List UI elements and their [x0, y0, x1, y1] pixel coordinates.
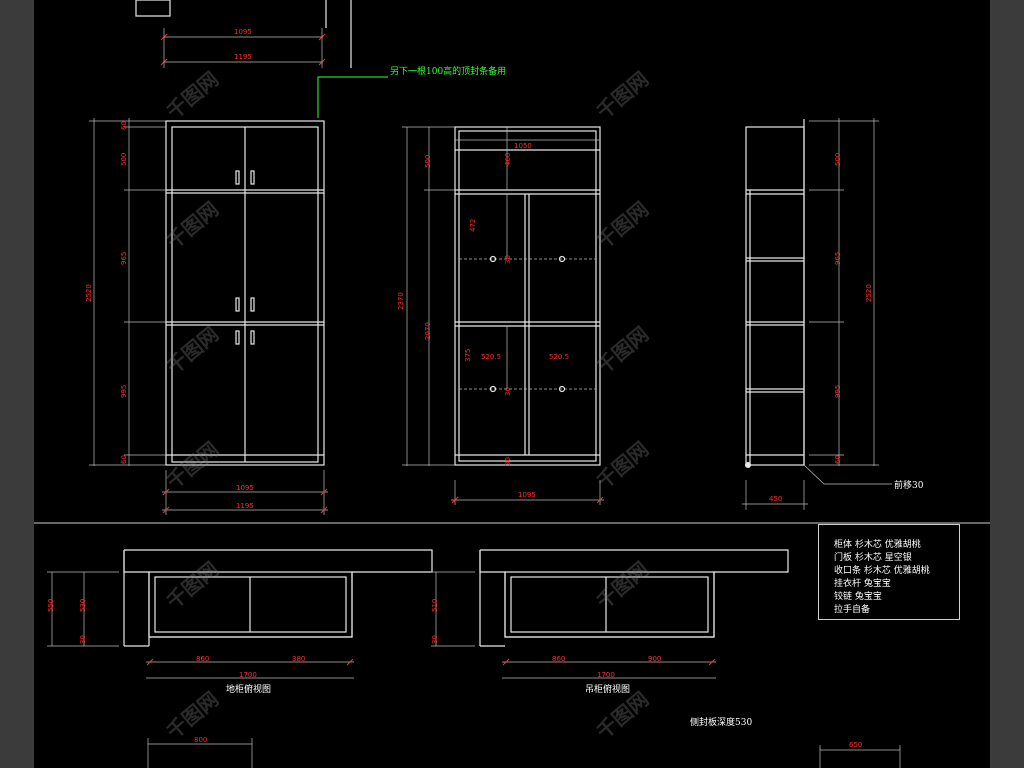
- dim-floor-550: 550: [47, 599, 55, 612]
- side-elevation: 500 965 995 60 2520 450 前移30: [742, 118, 924, 510]
- legend-line-4: 挂衣杆 兔宝宝: [834, 579, 891, 589]
- dim-left-2520: 2520: [85, 284, 93, 302]
- legend-line-6: 拉手自备: [834, 605, 871, 615]
- dim-mid-30c: 30: [504, 457, 512, 466]
- dim-top-1095: 1095: [234, 28, 252, 36]
- dim-side-2520: 2520: [865, 284, 873, 302]
- dim-side-60: 60: [834, 455, 842, 464]
- hanging-cabinet-top-label: 吊柜俯视图: [585, 683, 630, 695]
- dim-floor-1700: 1700: [239, 671, 257, 679]
- green-note: 另下一根100高的顶封条备用: [317, 65, 506, 118]
- dim-floor-30: 30: [79, 635, 87, 644]
- dim-mid-500: 500: [424, 155, 432, 168]
- watermark-12: 千图网: [592, 687, 653, 744]
- dim-hang-1700: 1700: [597, 671, 615, 679]
- dim-hang-30: 30: [431, 635, 439, 644]
- top-partial-view: 1095 1195: [135, 0, 352, 68]
- watermarks: 千图网 千图网 千图网 千图网 千图网 千图网 千图网 千图网 千图网 千图网 …: [162, 67, 653, 744]
- front-left-dims: 60 500 965 995 60 2520: [85, 118, 166, 466]
- dim-left-60b: 60: [120, 455, 128, 464]
- cad-drawing: 1095 1195 另下一根100高的顶封条备用: [34, 0, 990, 768]
- dim-side-995: 995: [834, 385, 842, 398]
- dim-side-500: 500: [834, 153, 842, 166]
- dim-mid-30b: 30: [504, 387, 512, 396]
- dim-top-1195: 1195: [234, 53, 252, 61]
- dim-hang-510: 510: [431, 599, 439, 612]
- dim-mid-30a: 30: [504, 255, 512, 264]
- watermark-10: 千图网: [592, 437, 653, 494]
- watermark-11: 千图网: [592, 557, 653, 614]
- dim-bottom-1195: 1195: [236, 502, 254, 510]
- legend-line-1: 柜体 杉木芯 优雅胡桃: [834, 540, 921, 550]
- dim-mid-460: 460: [504, 153, 512, 166]
- right-sidebar-strip: [990, 0, 1024, 768]
- dim-left-500: 500: [120, 153, 128, 166]
- watermark-3: 千图网: [162, 322, 223, 379]
- watermark-6: 千图网: [162, 687, 223, 744]
- dim-floor-380: 380: [292, 655, 305, 663]
- front-bottom-dims: 1095 1195: [162, 470, 328, 515]
- front-elevation: [165, 120, 325, 466]
- hanging-cabinet-top-view: 510 30 860 1700 900 吊柜俯视图: [431, 549, 789, 695]
- dim-left-60a: 60: [120, 121, 128, 130]
- green-note-text: 另下一根100高的顶封条备用: [390, 65, 506, 77]
- dim-mid-2370: 2370: [397, 292, 405, 310]
- watermark-1: 千图网: [162, 67, 223, 124]
- dim-mid-1050: 1050: [514, 142, 532, 150]
- dim-mid-472: 472: [469, 219, 477, 232]
- watermark-8: 千图网: [592, 197, 653, 254]
- dim-mid-520a: 520.5: [481, 353, 501, 361]
- watermark-9: 千图网: [592, 322, 653, 379]
- dim-mid-520b: 520.5: [549, 353, 569, 361]
- watermark-7: 千图网: [592, 67, 653, 124]
- dim-side-450: 450: [769, 495, 782, 503]
- watermark-2: 千图网: [162, 197, 223, 254]
- dim-hang-900: 900: [648, 655, 661, 663]
- dim-hang-860: 860: [552, 655, 565, 663]
- dim-bottom-800: 800: [194, 736, 207, 744]
- dim-side-965: 965: [834, 252, 842, 265]
- floor-cabinet-top-view: 550 530 30 860 1700 380 地柜俯视图: [47, 549, 433, 695]
- dim-bottom-1095: 1095: [236, 484, 254, 492]
- dim-floor-860: 860: [196, 655, 209, 663]
- legend-line-3: 收口条 杉木芯 优雅胡桃: [834, 566, 930, 576]
- dim-left-995: 995: [120, 385, 128, 398]
- move-forward-label: 前移30: [894, 479, 924, 491]
- legend-line-2: 门板 杉木芯 星空银: [834, 553, 912, 563]
- bottom-partial-view: 侧封板深度530 800 650: [147, 716, 901, 768]
- dim-left-965: 965: [120, 252, 128, 265]
- interior-elevation: 1050 460 472 30 375 520.5 520.5 30 30 50…: [397, 126, 604, 505]
- dim-mid-bottom-1095: 1095: [518, 491, 536, 499]
- legend-line-5: 铰链 兔宝宝: [834, 592, 882, 602]
- dim-mid-2070: 2070: [424, 322, 432, 340]
- material-legend: 柜体 杉木芯 优雅胡桃 门板 杉木芯 星空银 收口条 杉木芯 优雅胡桃 挂衣杆 …: [818, 524, 960, 620]
- dim-floor-530: 530: [79, 599, 87, 612]
- side-panel-depth-label: 侧封板深度530: [690, 716, 752, 728]
- left-sidebar-strip: [0, 0, 34, 768]
- dim-bottom-650: 650: [849, 741, 862, 749]
- watermark-5: 千图网: [162, 557, 223, 614]
- dim-mid-375: 375: [464, 349, 472, 362]
- floor-cabinet-top-label: 地柜俯视图: [226, 683, 271, 695]
